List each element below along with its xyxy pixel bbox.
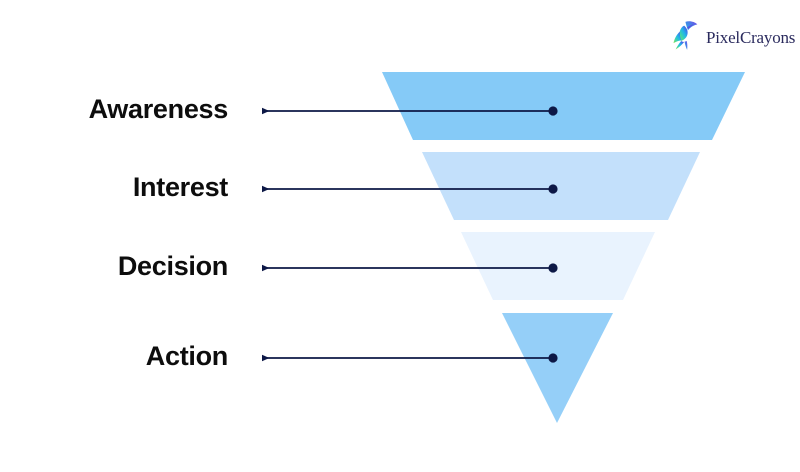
connector-decision bbox=[262, 263, 558, 273]
hummingbird-icon bbox=[673, 21, 698, 50]
stage-label-awareness: Awareness bbox=[88, 94, 229, 124]
connector-awareness bbox=[262, 106, 558, 116]
stage-label-interest: Interest bbox=[132, 172, 228, 202]
funnel-segment-interest bbox=[422, 152, 700, 220]
funnel-segment-awareness bbox=[382, 72, 745, 140]
brand-wordmark: PixelCrayons bbox=[706, 27, 796, 47]
connector-action bbox=[262, 353, 558, 363]
connector-interest bbox=[262, 184, 558, 194]
brand-logo: PixelCrayons bbox=[668, 14, 795, 56]
stage-label-decision: Decision bbox=[117, 251, 228, 281]
stage-label-action: Action bbox=[145, 341, 229, 371]
funnel-segment-action bbox=[502, 313, 613, 423]
funnel-segment-decision bbox=[461, 232, 655, 300]
